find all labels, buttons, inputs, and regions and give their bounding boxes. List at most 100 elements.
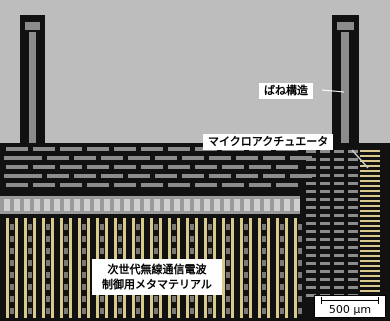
comb-strip — [360, 190, 380, 192]
rail-tooth — [294, 199, 300, 211]
rail-tooth — [194, 199, 200, 211]
metamaterial-cell — [298, 224, 302, 230]
brick-slot — [60, 147, 82, 151]
metamaterial-strip — [276, 218, 279, 318]
actuator-slot — [348, 238, 358, 241]
brick-slot — [141, 183, 163, 187]
metamaterial-cell — [244, 236, 248, 242]
actuator-slot — [348, 158, 358, 161]
actuator-slot — [348, 262, 358, 265]
brick-slot — [60, 165, 82, 169]
metamaterial-cell — [226, 236, 230, 242]
metamaterial-cell — [298, 248, 302, 254]
metamaterial-cell — [64, 308, 68, 314]
metamaterial-cell — [172, 248, 176, 254]
brick-slot — [263, 174, 285, 178]
actuator-slot — [348, 214, 358, 217]
metamaterial-cell — [46, 236, 50, 242]
actuator-slot — [306, 214, 316, 217]
rail-tooth — [14, 199, 20, 211]
metamaterial-label: 次世代無線通信電波 制御用メタマテリアル — [92, 259, 222, 295]
comb-strip — [360, 230, 380, 232]
metamaterial-cell — [190, 308, 194, 314]
comb-strip — [360, 250, 380, 252]
metamaterial-cell — [154, 236, 158, 242]
metamaterial-strip — [33, 218, 36, 318]
actuator-slot — [306, 286, 316, 289]
actuator-slot — [320, 278, 330, 281]
rail-tooth — [264, 199, 270, 211]
metamaterial-cell — [28, 284, 32, 290]
metamaterial-cell — [82, 248, 86, 254]
actuator-slot — [334, 190, 344, 193]
metamaterial-cell — [298, 296, 302, 302]
metamaterial-cell — [100, 224, 104, 230]
metamaterial-label-line1: 次世代無線通信電波 — [107, 263, 207, 276]
comb-strip — [360, 195, 380, 197]
actuator-slot — [306, 166, 316, 169]
actuator-slot — [334, 166, 344, 169]
actuator-slot — [334, 198, 344, 201]
rail-tooth — [4, 199, 10, 211]
metamaterial-cell — [244, 272, 248, 278]
metamaterial-cell — [136, 308, 140, 314]
actuator-slot — [348, 246, 358, 249]
comb-strip — [360, 160, 380, 162]
actuator-slot — [348, 286, 358, 289]
metamaterial-cell — [280, 284, 284, 290]
metamaterial-cell — [226, 224, 230, 230]
left-spring-slot — [29, 32, 36, 144]
comb-strip — [360, 170, 380, 172]
brick-slot — [6, 183, 28, 187]
comb-strip — [360, 205, 380, 207]
brick-slot — [182, 156, 204, 160]
actuator-slot — [320, 198, 330, 201]
metamaterial-cell — [280, 248, 284, 254]
brick-slot — [6, 147, 28, 151]
rail-tooth — [254, 199, 260, 211]
metamaterial-cell — [10, 236, 14, 242]
metamaterial-cell — [208, 248, 212, 254]
metamaterial-cell — [280, 236, 284, 242]
metamaterial-cell — [172, 236, 176, 242]
rail-tooth — [124, 199, 130, 211]
metamaterial-strip — [78, 218, 81, 318]
metamaterial-cell — [28, 272, 32, 278]
metamaterial-cell — [46, 260, 50, 266]
rail-tooth — [244, 199, 250, 211]
metamaterial-cell — [154, 224, 158, 230]
metamaterial-cell — [82, 224, 86, 230]
metamaterial-cell — [244, 308, 248, 314]
actuator-slot — [348, 174, 358, 177]
rail-tooth — [164, 199, 170, 211]
actuator-slot — [306, 246, 316, 249]
metamaterial-cell — [136, 248, 140, 254]
metamaterial-cell — [10, 224, 14, 230]
metamaterial-cell — [64, 296, 68, 302]
metamaterial-cell — [64, 224, 68, 230]
actuator-slot — [348, 222, 358, 225]
metamaterial-strip — [15, 218, 18, 318]
metamaterial-cell — [46, 308, 50, 314]
metamaterial-cell — [244, 296, 248, 302]
actuator-slot — [334, 270, 344, 273]
spring-structure-label: ばね構造 — [259, 83, 313, 99]
metamaterial-strip — [6, 218, 9, 318]
rail-tooth — [84, 199, 90, 211]
brick-slot — [222, 183, 244, 187]
rail-tooth — [284, 199, 290, 211]
comb-strip — [360, 270, 380, 272]
comb-strip — [360, 220, 380, 222]
actuator-slot — [306, 206, 316, 209]
brick-slot — [155, 156, 177, 160]
scale-bar: 500 μm — [314, 295, 386, 318]
actuator-slot — [334, 278, 344, 281]
actuator-slot — [334, 262, 344, 265]
metamaterial-cell — [82, 272, 86, 278]
actuator-slot — [348, 166, 358, 169]
comb-strip — [360, 260, 380, 262]
scale-bar-text: 500 μm — [328, 303, 372, 316]
metamaterial-cell — [280, 224, 284, 230]
actuator-slot — [348, 230, 358, 233]
actuator-slot — [348, 254, 358, 257]
